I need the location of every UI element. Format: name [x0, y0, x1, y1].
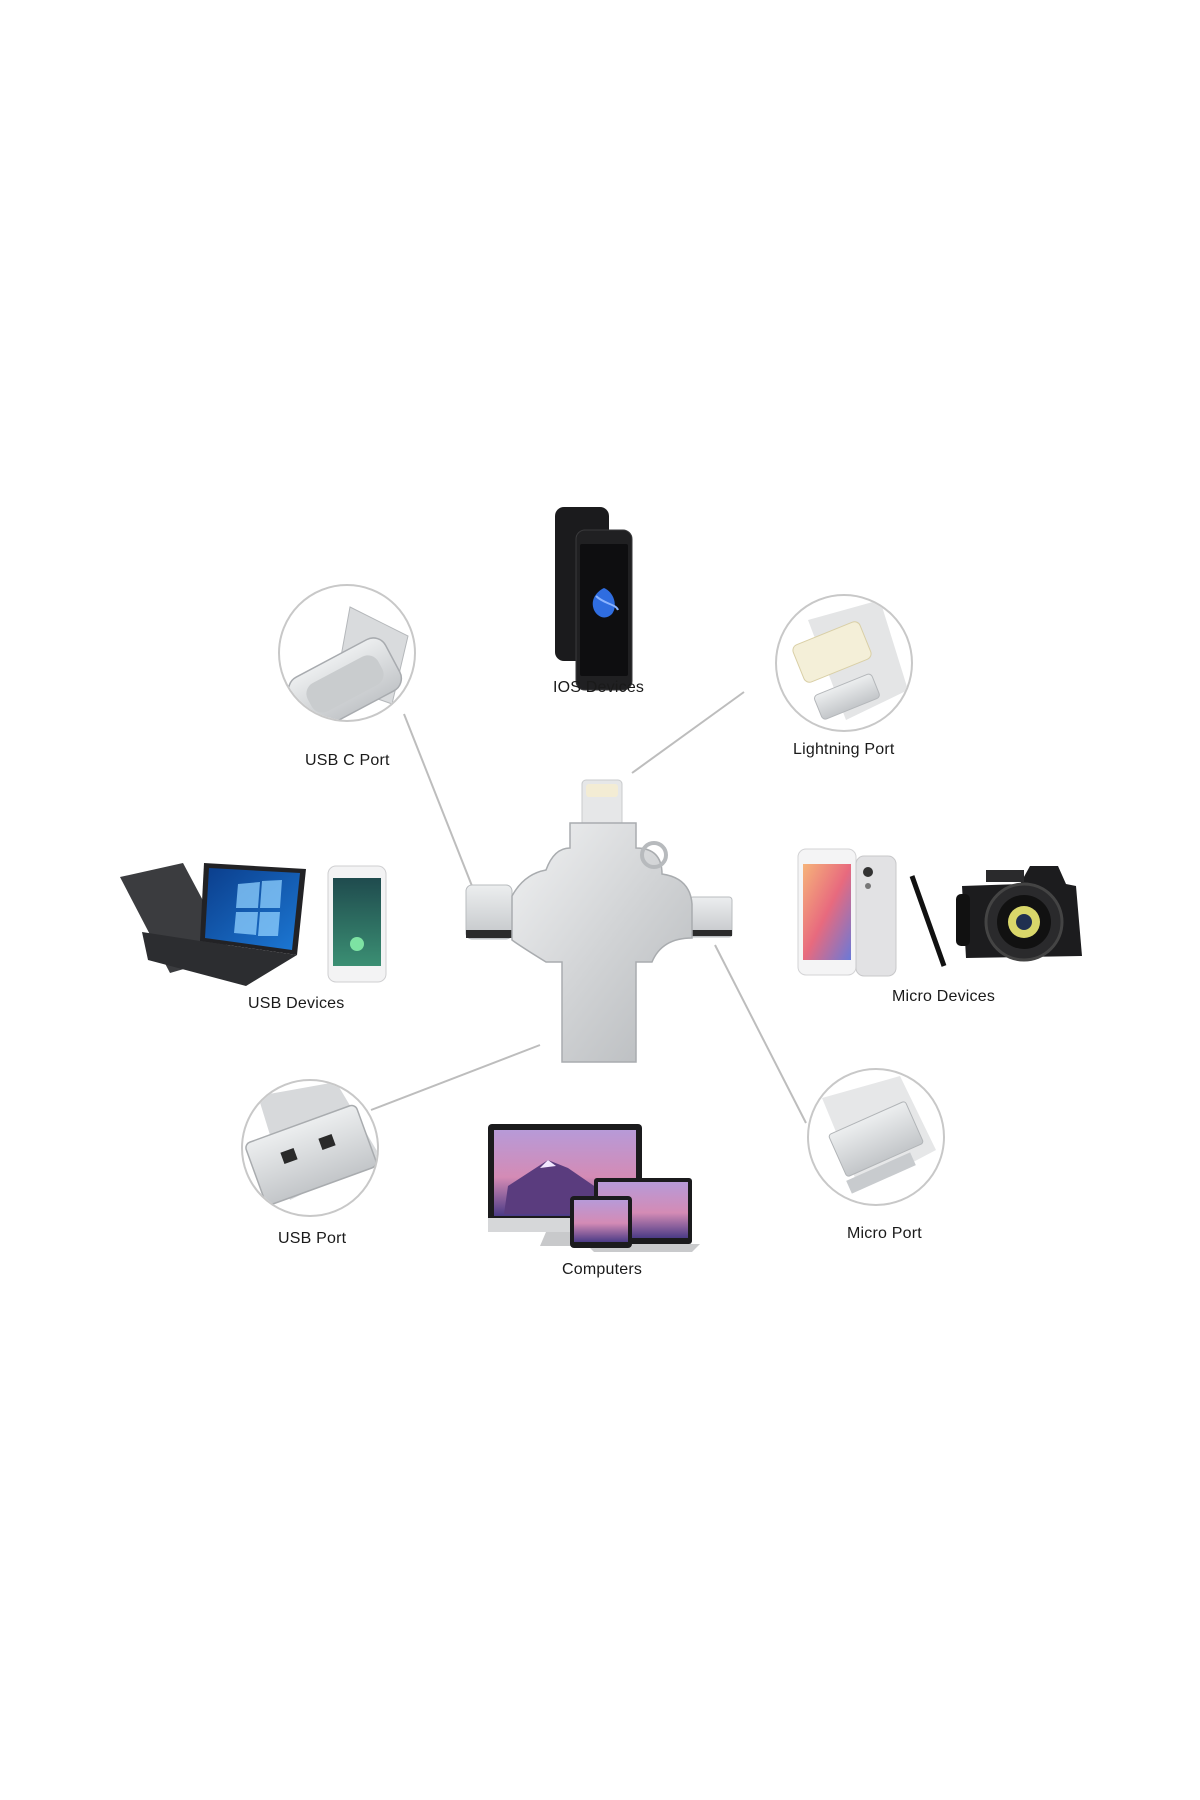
usb-port-label: USB Port — [278, 1230, 347, 1247]
camera-icon — [956, 866, 1082, 962]
usb-a-hole-left-icon — [280, 1147, 298, 1165]
usb-a-connector-icon — [245, 1104, 377, 1206]
micro-phone-screen-icon — [803, 864, 851, 960]
drive-body — [511, 822, 693, 1063]
laptop-keyboard-icon — [142, 932, 297, 986]
lightning-contacts-icon — [792, 621, 872, 683]
micro-phone-back-icon — [855, 855, 897, 977]
micro-devices-label: Micro Devices — [892, 988, 996, 1005]
four-in-one-flash-drive — [465, 779, 733, 1063]
android-phone-screen-icon — [333, 878, 381, 966]
line-usb-c — [403, 713, 473, 887]
micro-base-icon — [846, 1152, 916, 1194]
usb-port-callout — [241, 1079, 379, 1217]
usb-devices-image — [120, 863, 387, 986]
lightning-port-label: Lightning Port — [793, 741, 895, 758]
connector-lines — [370, 691, 807, 1124]
computers-label: Computers — [562, 1261, 643, 1278]
line-micro-port — [714, 944, 807, 1124]
micro-connector-icon — [828, 1101, 924, 1177]
usb-c-port-callout — [278, 584, 416, 722]
lightning-contacts — [586, 784, 618, 797]
line-usb-port — [370, 1044, 541, 1111]
usb-a-hole-right-icon — [318, 1133, 336, 1151]
ios-phones-image — [555, 507, 633, 691]
divider-slash — [909, 875, 947, 967]
usb-devices-label: USB Devices — [248, 995, 345, 1012]
micro-port-callout — [807, 1068, 945, 1206]
computers-image — [488, 1124, 700, 1252]
laptop-screen-icon — [205, 868, 300, 950]
usb-c-inner-icon — [306, 655, 384, 713]
micro-devices-image — [797, 848, 1082, 977]
micro-port-label: Micro Port — [847, 1225, 922, 1242]
usb-c-port-label: USB C Port — [305, 752, 390, 769]
line-lightning — [631, 691, 745, 774]
keyring-loop — [640, 841, 668, 869]
usb-c-plug-shadow — [466, 930, 512, 938]
micro-plug-shadow — [690, 930, 732, 936]
ios-devices-label: IOS Devices — [553, 679, 645, 696]
phone-screen-art-icon — [592, 588, 615, 618]
lightning-plug-icon — [814, 673, 880, 720]
lightning-port-callout — [775, 594, 913, 732]
